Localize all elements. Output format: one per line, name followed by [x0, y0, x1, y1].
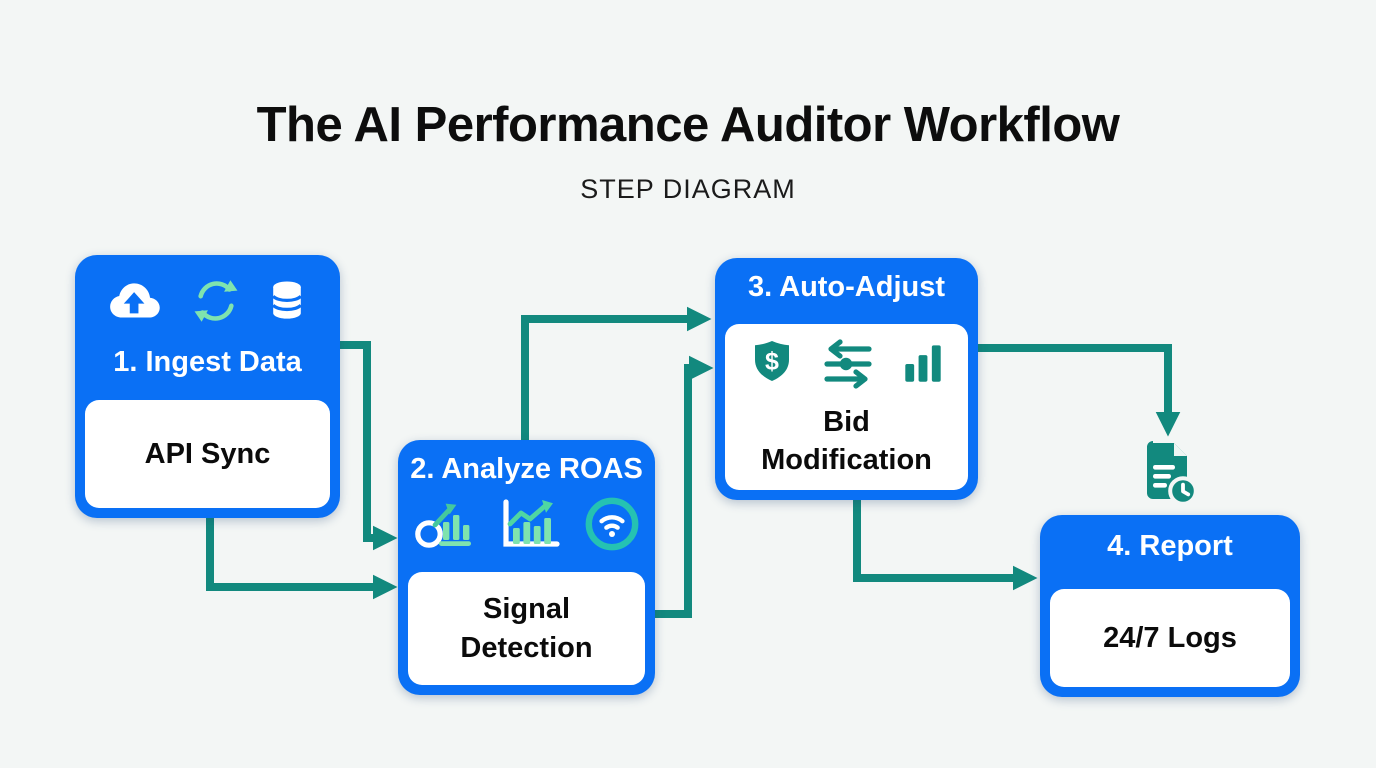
- step-2-label: 2. Analyze ROAS: [410, 453, 643, 485]
- step-2-sublabel: Signal Detection: [460, 593, 593, 664]
- page-title: The AI Performance Auditor Workflow: [256, 98, 1120, 152]
- arrow-ingest-to-analyze-lower: [206, 514, 398, 600]
- step-2-panel: Signal Detection: [408, 572, 645, 685]
- step-box-report: 4. Report 24/7 Logs: [1040, 515, 1300, 697]
- step-3-label: 3. Auto-Adjust: [747, 271, 946, 303]
- shield-dollar-icon: $: [748, 337, 796, 391]
- step-3-icon-row: $: [725, 336, 968, 392]
- wifi-signal-icon: [584, 496, 640, 552]
- step-3-text-area: Bid Modification: [754, 392, 939, 490]
- step-3-sublabel: Bid Modification: [761, 405, 932, 476]
- step-4-label: 4. Report: [1107, 530, 1233, 562]
- page-subtitle: STEP DIAGRAM: [580, 174, 796, 204]
- arrow-analyze-to-autoadjust-lower: [652, 355, 714, 618]
- bid-sliders-icon: [819, 338, 877, 390]
- step-3-panel: $: [725, 324, 968, 490]
- cloud-upload-icon: [106, 277, 168, 325]
- step-1-sublabel: API Sync: [144, 437, 271, 470]
- arrow-autoadjust-to-report-box: [853, 497, 1038, 591]
- step-box-ingest-data: 1. Ingest Data API Sync: [75, 255, 340, 518]
- arrow-analyze-to-autoadjust-upper: [521, 306, 712, 443]
- sync-arrows-icon: [191, 278, 241, 324]
- step-2-icon-row: [398, 495, 655, 553]
- step-1-label: 1. Ingest Data: [113, 346, 302, 378]
- step-box-auto-adjust: 3. Auto-Adjust $: [715, 258, 978, 500]
- database-icon: [264, 277, 310, 325]
- step-box-analyze-roas: 2. Analyze ROAS: [398, 440, 655, 695]
- svg-text:$: $: [765, 348, 779, 376]
- step-4-panel: 24/7 Logs: [1050, 589, 1290, 687]
- trend-chart-icon: [499, 498, 561, 550]
- step-4-sublabel: 24/7 Logs: [1103, 621, 1237, 654]
- step-1-icon-row: [75, 272, 340, 330]
- bar-chart-icon: [900, 341, 946, 387]
- arrow-ingest-to-analyze-upper: [338, 341, 398, 551]
- step-1-panel: API Sync: [85, 400, 330, 508]
- chart-magnifier-icon: [414, 498, 476, 550]
- arrow-autoadjust-to-report-icon: [975, 344, 1181, 437]
- report-document-clock-icon: [1138, 440, 1198, 513]
